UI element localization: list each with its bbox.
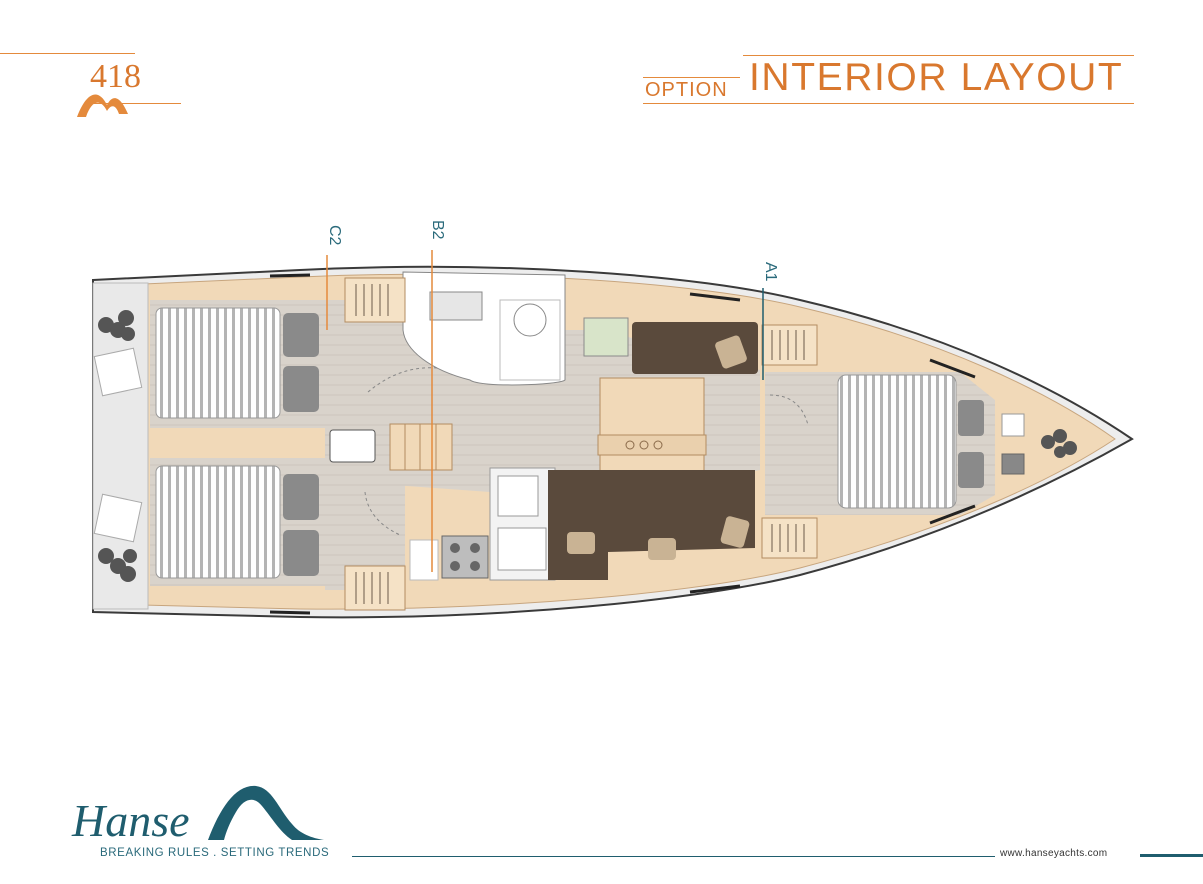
wave-logo-icon bbox=[77, 94, 128, 117]
fender-group-aft-top bbox=[98, 310, 135, 341]
section-label-a1: A1 bbox=[762, 262, 779, 282]
wave-mark-icon bbox=[208, 785, 324, 840]
brand-tagline: BREAKING RULES . SETTING TRENDS bbox=[100, 847, 330, 859]
hanse-logo: Hanse bbox=[71, 785, 324, 844]
header-rule-top-left bbox=[0, 53, 135, 54]
galley-stove bbox=[441, 535, 489, 579]
nav-electronics bbox=[329, 429, 376, 463]
option-rule-top bbox=[643, 77, 740, 78]
section-label-b2: B2 bbox=[429, 220, 446, 240]
aft-berth-stbd bbox=[155, 465, 281, 579]
option-label: OPTION bbox=[645, 79, 728, 101]
website-link[interactable]: www.hanseyachts.com bbox=[1000, 848, 1108, 859]
footer-rule bbox=[352, 856, 995, 857]
aft-berth-port bbox=[155, 307, 281, 419]
title-rule-bottom bbox=[643, 103, 1134, 104]
section-label-c2: C2 bbox=[326, 225, 343, 246]
footer-rule-end bbox=[1140, 854, 1203, 857]
salon-settee-stbd bbox=[548, 470, 755, 580]
model-underline bbox=[88, 103, 181, 104]
brand-wordmark: Hanse bbox=[71, 795, 190, 844]
model-number: 418 bbox=[90, 58, 141, 95]
companionway-steps bbox=[389, 423, 453, 471]
chart-table bbox=[583, 317, 629, 357]
forward-berth bbox=[837, 374, 957, 509]
fender-group-bow bbox=[1041, 429, 1077, 458]
title-rule-top bbox=[743, 55, 1134, 56]
page-title: INTERIOR LAYOUT bbox=[749, 56, 1124, 99]
fender-group-aft-bottom bbox=[98, 548, 137, 582]
